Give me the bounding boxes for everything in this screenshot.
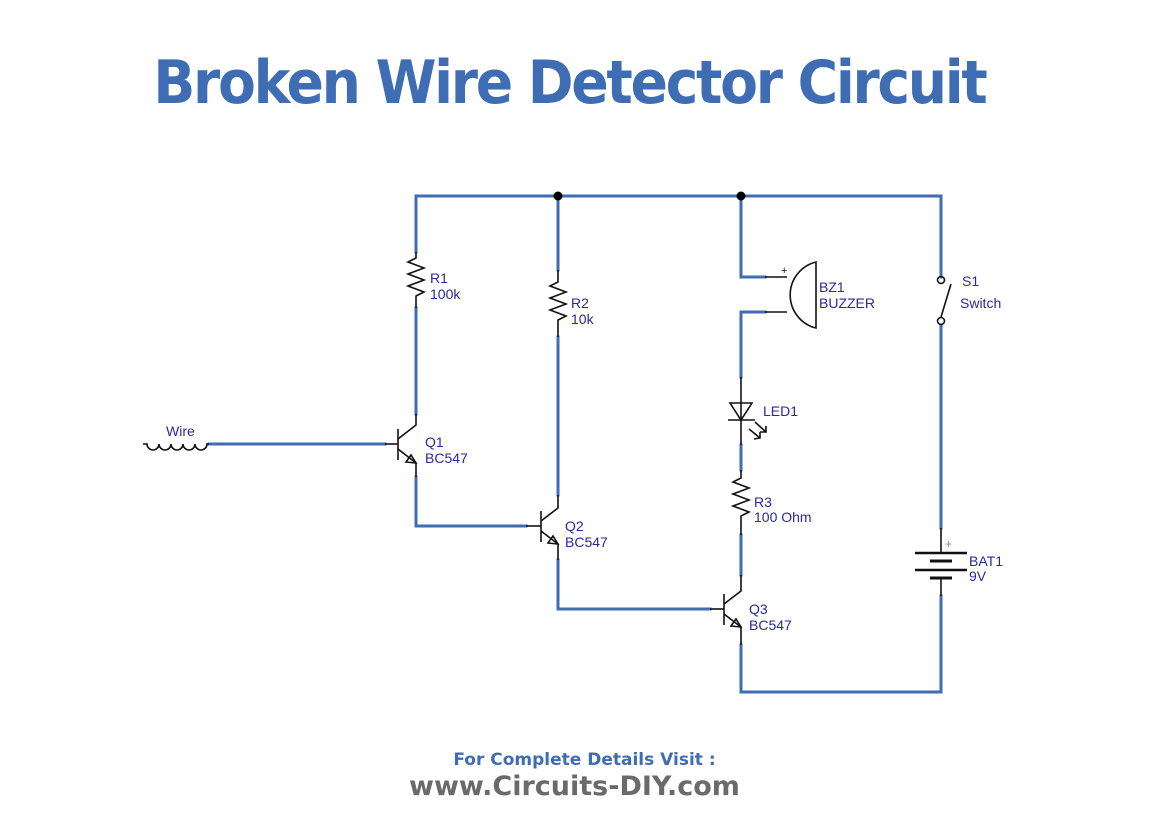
transistor-q2: Q2 BC547: [526, 495, 608, 560]
buzzer-bz1: + BZ1 BUZZER: [765, 260, 875, 330]
wire-top-rail: [414, 194, 943, 279]
wire-buzzer-plus: [739, 194, 767, 279]
resistor-r1: R1 100k: [405, 252, 461, 308]
r2-ref: R2: [571, 295, 589, 311]
battery-bat1: + BAT1 9V: [915, 528, 1003, 596]
bz1-ref: BZ1: [819, 279, 845, 295]
junction-dot: [736, 191, 746, 201]
wire-buzzer-minus: [739, 310, 767, 379]
wire-q2-q3: [556, 558, 712, 611]
bat1-value: 9V: [969, 568, 987, 584]
led-led1: LED1: [728, 377, 798, 445]
wire-sensor-coil: Wire: [143, 423, 209, 451]
r3-ref: R3: [754, 494, 772, 510]
r1-ref: R1: [430, 270, 448, 286]
q2-value: BC547: [565, 534, 608, 550]
r2-value: 10k: [571, 311, 595, 327]
s1-ref: S1: [962, 273, 979, 289]
wire-q1-q2: [414, 475, 528, 528]
wire-sensor-label: Wire: [166, 423, 195, 439]
resistor-r2: R2 10k: [547, 270, 595, 337]
transistor-q3: Q3 BC547: [710, 575, 792, 645]
buzzer-plus-sign: +: [781, 265, 787, 277]
q2-ref: Q2: [565, 518, 584, 534]
s1-value: Switch: [960, 295, 1001, 311]
led1-ref: LED1: [763, 403, 798, 419]
bz1-value: BUZZER: [819, 295, 875, 311]
switch-s1[interactable]: S1 Switch: [936, 273, 1002, 326]
r3-value: 100 Ohm: [754, 509, 812, 525]
q3-value: BC547: [749, 617, 792, 633]
transistor-q1: Q1 BC547: [385, 414, 468, 477]
bat1-ref: BAT1: [969, 553, 1003, 569]
diagram-title: Broken Wire Detector Circuit: [153, 48, 988, 118]
wires: [207, 194, 943, 694]
resistor-r3: R3 100 Ohm: [730, 470, 812, 535]
footer-caption: For Complete Details Visit :: [453, 750, 716, 770]
footer-url[interactable]: www.Circuits-DIY.com: [409, 771, 740, 802]
q1-value: BC547: [425, 450, 468, 466]
q3-ref: Q3: [749, 601, 768, 617]
q1-ref: Q1: [425, 434, 444, 450]
wire-bottom-rail: [739, 594, 943, 694]
battery-plus-sign: +: [945, 537, 952, 551]
r1-value: 100k: [430, 286, 461, 302]
junction-dot: [553, 191, 563, 201]
